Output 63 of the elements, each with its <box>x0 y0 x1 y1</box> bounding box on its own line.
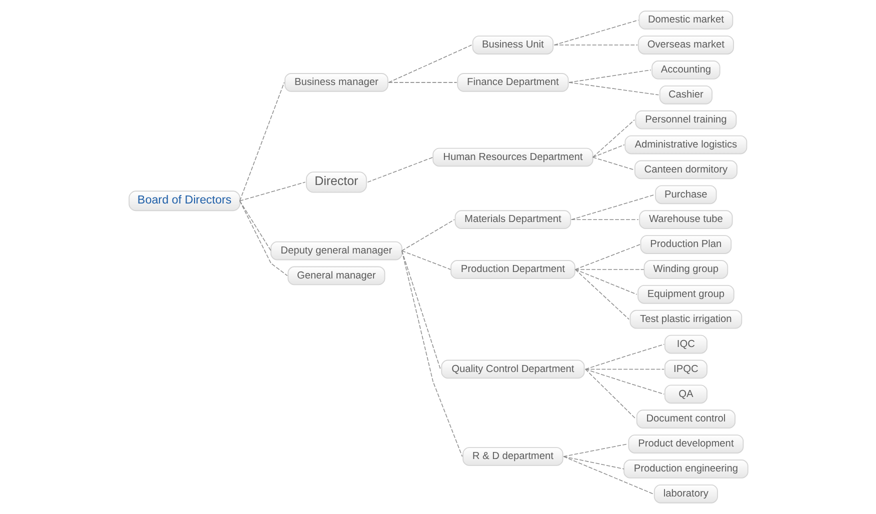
node-box: Quality Control Department <box>440 360 584 379</box>
node-box: Production engineering <box>623 460 748 478</box>
node-box: Materials Department <box>454 210 571 230</box>
node-box: General manager <box>287 266 385 286</box>
node-box: IQC <box>664 334 707 354</box>
node-box: Administrative logistics <box>624 135 747 154</box>
connector <box>568 82 659 96</box>
node-box: Purchase <box>654 185 716 204</box>
connector <box>238 200 271 252</box>
node-box: IPQC <box>664 360 707 379</box>
connector <box>584 368 664 395</box>
connector <box>574 269 644 270</box>
node-box: Document control <box>636 410 735 429</box>
connector <box>238 200 288 276</box>
connector <box>592 144 624 158</box>
connector <box>400 250 462 457</box>
node-box: QA <box>664 384 707 404</box>
node-box: Overseas market <box>637 36 734 54</box>
connector <box>568 70 651 83</box>
connector <box>592 119 634 158</box>
connector <box>584 344 664 370</box>
connector <box>562 456 624 470</box>
node-box: Winding group <box>643 260 728 279</box>
node-box: Equipment group <box>637 284 734 304</box>
node-box: Business Unit <box>472 36 554 54</box>
connector <box>388 44 472 83</box>
node-box: Deputy general manager <box>270 241 402 260</box>
node-box: Production Department <box>450 260 575 279</box>
connector <box>562 444 628 457</box>
node-box: Test plastic irrigation <box>629 310 742 329</box>
connector <box>366 156 433 183</box>
connector <box>553 44 638 46</box>
node-box: Director <box>305 172 366 193</box>
node-box: Human Resources Department <box>432 148 593 167</box>
node-box: laboratory <box>653 484 718 504</box>
connector <box>574 244 640 270</box>
node-box: Finance Department <box>456 73 568 92</box>
connector <box>570 194 655 220</box>
node-box: R & D department <box>462 447 563 466</box>
connector <box>584 368 664 370</box>
node-box: Business manager <box>284 73 388 92</box>
connector <box>400 250 440 370</box>
connector <box>574 269 637 295</box>
connector <box>238 182 306 202</box>
node-box: Board of Directors <box>128 190 240 212</box>
node-box: Accounting <box>651 60 720 80</box>
connector <box>562 456 654 494</box>
connector <box>400 250 450 270</box>
connector <box>592 156 634 170</box>
connector <box>388 82 457 83</box>
node-box: Domestic market <box>638 10 733 30</box>
connector <box>574 269 629 320</box>
node-box: Warehouse tube <box>638 210 732 230</box>
node-box: Product development <box>628 434 744 454</box>
connector <box>570 219 638 220</box>
node-box: Cashier <box>658 85 712 104</box>
connector <box>584 368 636 420</box>
node-box: Personnel training <box>634 110 736 130</box>
node-box: Canteen dormitory <box>634 160 737 180</box>
connector <box>400 219 454 252</box>
connector <box>553 20 638 46</box>
connector <box>238 82 284 202</box>
node-box: Production Plan <box>640 235 732 254</box>
